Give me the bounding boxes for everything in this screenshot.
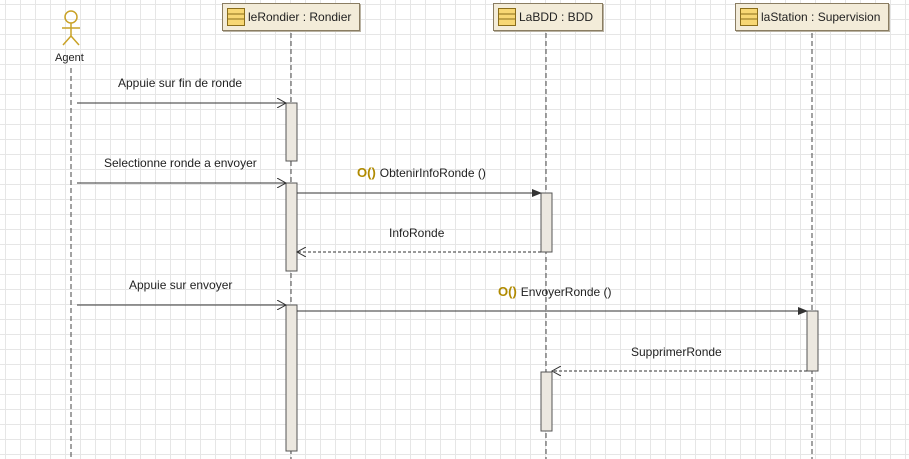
activation-bar-rondier-1[interactable] (285, 102, 298, 162)
activation-bar-bdd-2[interactable] (540, 371, 553, 432)
message-label-obtenir-info-ronde: O()ObtenirInfoRonde () (357, 165, 486, 180)
actor-figure-icon[interactable] (62, 10, 80, 46)
message-label-selectionne-ronde: Selectionne ronde a envoyer (104, 156, 257, 170)
actor-name-label: Agent (55, 52, 84, 64)
operation-icon: O() (498, 284, 517, 299)
lifeline-label-rondier: leRondier : Rondier (248, 10, 352, 24)
activation-bar-supervision-1[interactable] (806, 310, 819, 372)
activation-bar-bdd-1[interactable] (540, 192, 553, 253)
lifeline-label-supervision: laStation : Supervision (761, 10, 881, 24)
message-text-obtenir-info-ronde: ObtenirInfoRonde () (379, 166, 486, 180)
lifeline-header-rondier[interactable]: leRondier : Rondier (222, 3, 360, 31)
lifeline-header-supervision[interactable]: laStation : Supervision (735, 3, 889, 31)
class-icon (740, 8, 758, 26)
activation-bar-rondier-2[interactable] (285, 182, 298, 272)
message-label-fin-de-ronde: Appuie sur fin de ronde (118, 76, 243, 90)
lifeline-label-bdd: LaBDD : BDD (519, 10, 594, 24)
message-label-appuie-envoyer: Appuie sur envoyer (129, 278, 233, 292)
activation-bar-rondier-3[interactable] (285, 304, 298, 452)
message-label-supprimer-ronde: SupprimerRonde (631, 345, 722, 359)
class-icon (227, 8, 245, 26)
message-label-info-ronde: InfoRonde (389, 226, 445, 240)
message-label-envoyer-ronde: O()EnvoyerRonde () (498, 284, 612, 299)
class-icon (498, 8, 516, 26)
operation-icon: O() (357, 165, 376, 180)
message-text-envoyer-ronde: EnvoyerRonde () (520, 285, 612, 299)
lifeline-header-bdd[interactable]: LaBDD : BDD (493, 3, 603, 31)
